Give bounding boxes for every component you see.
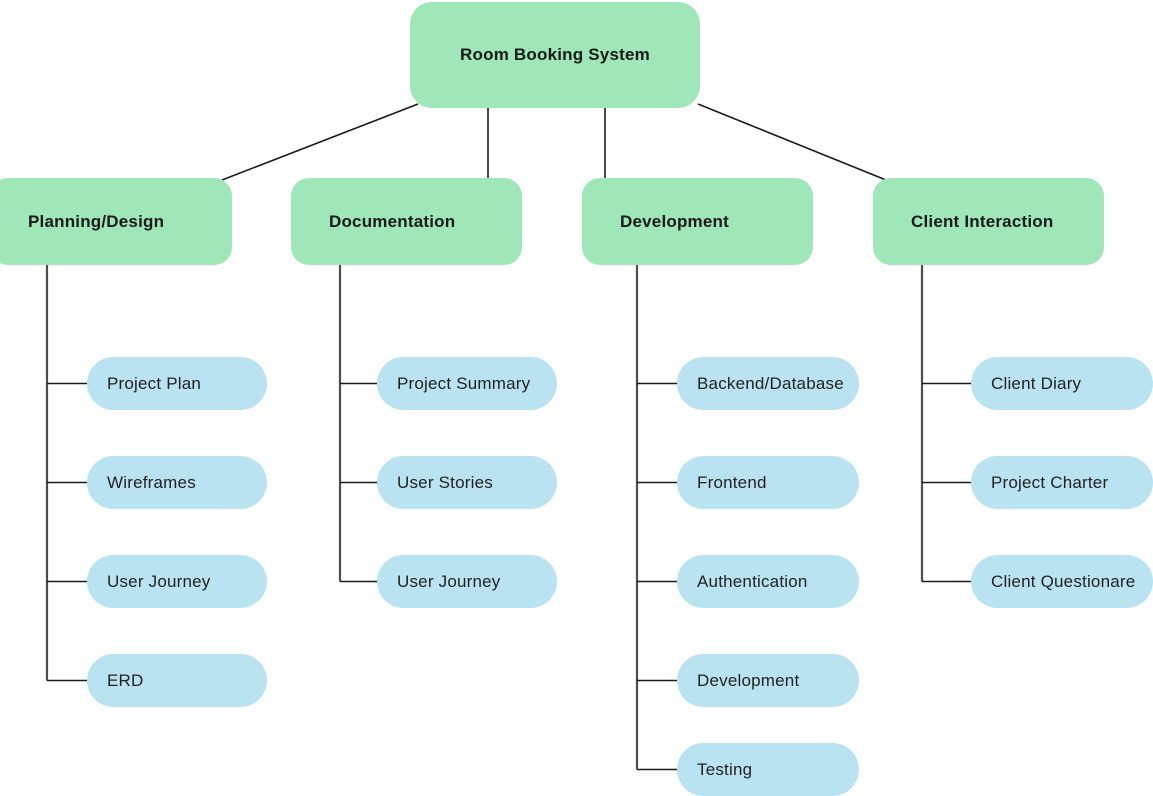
node-leaf-2-1-label: Frontend: [697, 472, 767, 492]
node-branch-0-label: Planning/Design: [28, 211, 165, 231]
node-leaf-1-1-label: User Stories: [397, 472, 493, 492]
node-leaf-0-0-label: Project Plan: [107, 373, 202, 393]
node-leaf-0-2-label: User Journey: [107, 571, 211, 591]
node-leaf-2-2[interactable]: Authentication: [677, 555, 859, 608]
node-leaf-2-0-label: Backend/Database: [697, 373, 844, 393]
node-branch-1[interactable]: Documentation: [291, 178, 522, 265]
node-leaf-2-4[interactable]: Testing: [677, 743, 859, 796]
node-leaf-0-0[interactable]: Project Plan: [87, 357, 267, 410]
node-leaf-1-0[interactable]: Project Summary: [377, 357, 557, 410]
node-root[interactable]: Room Booking System: [410, 2, 700, 108]
node-leaf-0-1-label: Wireframes: [107, 472, 196, 492]
node-leaf-0-3-label: ERD: [107, 670, 144, 690]
node-leaf-3-0[interactable]: Client Diary: [971, 357, 1153, 410]
node-leaf-1-2[interactable]: User Journey: [377, 555, 557, 608]
node-leaf-2-4-label: Testing: [697, 759, 753, 779]
node-leaf-3-0-label: Client Diary: [991, 373, 1082, 393]
node-leaf-2-0[interactable]: Backend/Database: [677, 357, 859, 410]
node-leaf-1-1[interactable]: User Stories: [377, 456, 557, 509]
node-leaf-2-2-label: Authentication: [697, 571, 808, 591]
node-leaf-1-2-label: User Journey: [397, 571, 501, 591]
node-branch-0[interactable]: Planning/Design: [0, 178, 232, 265]
node-leaf-2-3-label: Development: [697, 670, 800, 690]
node-branch-2-label: Development: [620, 211, 729, 231]
node-root-label: Room Booking System: [460, 45, 650, 64]
node-leaf-3-2[interactable]: Client Questionare: [971, 555, 1153, 608]
node-leaf-2-1[interactable]: Frontend: [677, 456, 859, 509]
node-leaf-0-1[interactable]: Wireframes: [87, 456, 267, 509]
node-leaf-0-2[interactable]: User Journey: [87, 555, 267, 608]
node-branch-3[interactable]: Client Interaction: [873, 178, 1104, 265]
node-branch-2[interactable]: Development: [582, 178, 813, 265]
node-leaf-0-3[interactable]: ERD: [87, 654, 267, 707]
root-edge-group: [221, 103, 887, 181]
node-leaf-3-2-label: Client Questionare: [991, 571, 1136, 591]
node-leaf-1-0-label: Project Summary: [397, 373, 531, 393]
node-branch-1-label: Documentation: [329, 211, 456, 231]
node-leaf-3-1[interactable]: Project Charter: [971, 456, 1153, 509]
root-connector-3: [697, 103, 887, 181]
node-branch-3-label: Client Interaction: [911, 211, 1054, 231]
node-leaf-3-1-label: Project Charter: [991, 472, 1109, 492]
node-leaf-2-3[interactable]: Development: [677, 654, 859, 707]
root-connector-0: [221, 103, 419, 181]
